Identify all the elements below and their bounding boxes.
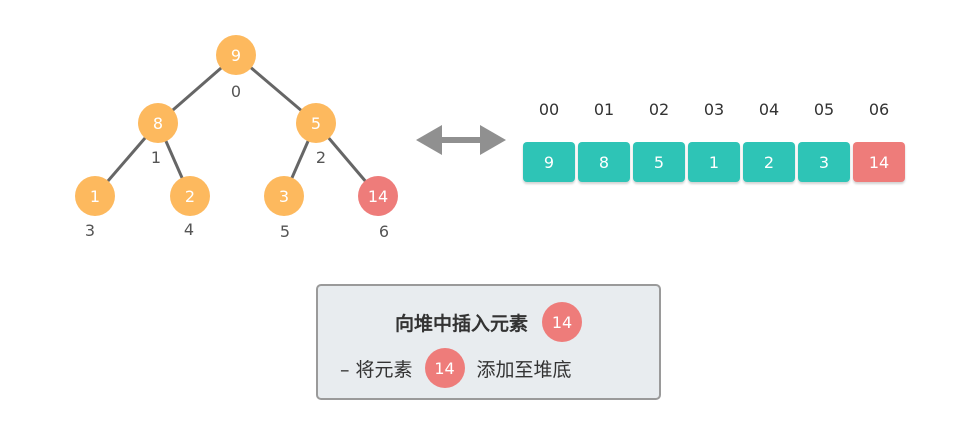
info-step-suffix: 添加至堆底 xyxy=(476,358,572,381)
tree-node-6: 14 xyxy=(358,176,398,216)
tree-node-4: 2 xyxy=(170,176,210,216)
tree-index-2: 2 xyxy=(315,148,327,167)
array-index-5: 05 xyxy=(813,100,835,119)
info-title-row: 向堆中插入元素 14 xyxy=(318,302,659,342)
double-arrow-icon xyxy=(416,125,506,155)
array-cell-1: 8 xyxy=(578,142,630,182)
array-cell-6: 14 xyxy=(853,142,905,182)
tree-index-1: 1 xyxy=(150,148,162,167)
tree-node-3: 1 xyxy=(75,176,115,216)
info-title: 向堆中插入元素 xyxy=(394,312,528,335)
tree-index-3: 3 xyxy=(84,221,96,240)
info-step-badge: 14 xyxy=(424,348,465,388)
info-title-badge: 14 xyxy=(542,302,582,342)
info-step-prefix: – 将元素 xyxy=(340,358,413,381)
tree-index-0: 0 xyxy=(230,82,242,101)
array-cell-4: 2 xyxy=(743,142,795,182)
tree-node-5: 3 xyxy=(264,176,304,216)
tree-node-0: 9 xyxy=(216,35,256,75)
array-index-6: 06 xyxy=(868,100,890,119)
tree-index-5: 5 xyxy=(279,222,291,241)
tree-index-6: 6 xyxy=(378,222,390,241)
array-index-2: 02 xyxy=(648,100,670,119)
array-cell-5: 3 xyxy=(798,142,850,182)
array-index-0: 00 xyxy=(538,100,560,119)
info-step-row: – 将元素 14 添加至堆底 xyxy=(340,348,572,388)
tree-node-2: 5 xyxy=(296,103,336,143)
array-cell-2: 5 xyxy=(633,142,685,182)
array-cell-0: 9 xyxy=(523,142,575,182)
tree-index-4: 4 xyxy=(183,220,195,239)
array-index-3: 03 xyxy=(703,100,725,119)
info-panel: 向堆中插入元素 14 – 将元素 14 添加至堆底 xyxy=(316,284,661,400)
array-index-1: 01 xyxy=(593,100,615,119)
array-index-4: 04 xyxy=(758,100,780,119)
tree-node-1: 8 xyxy=(138,103,178,143)
array-cell-3: 1 xyxy=(688,142,740,182)
